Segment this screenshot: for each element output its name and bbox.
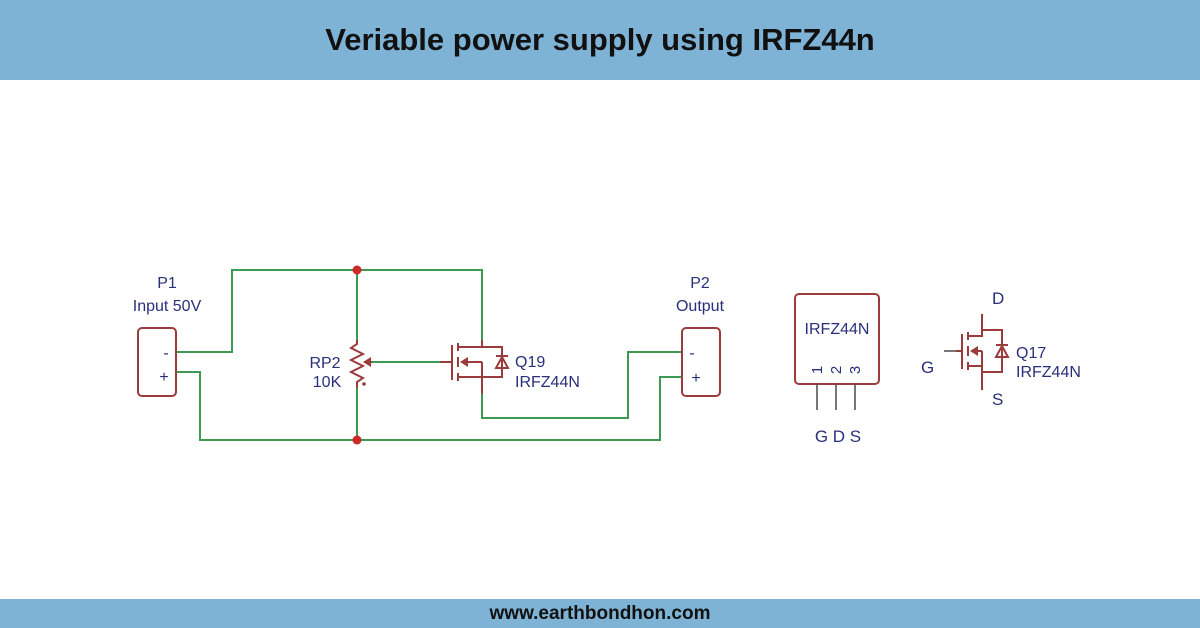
p2-pin-minus: - (689, 345, 694, 362)
mosfet-symbol-q17: D G S Q17 IRFZ44N (921, 289, 1081, 409)
wire-input-plus-bottom-rail (176, 371, 682, 441)
junction-top (352, 265, 362, 275)
package-pin-names: G D S (815, 427, 861, 446)
q19-ref: Q19 (515, 354, 545, 371)
connector-p1: P1 Input 50V - + (133, 275, 202, 397)
wires (176, 269, 682, 441)
p1-pin-minus: - (163, 345, 168, 362)
q17-drain-lead (968, 314, 983, 337)
p2-body (681, 327, 721, 397)
q17-gate-label: G (921, 358, 934, 377)
junction-bottom (352, 435, 362, 445)
package-label: IRFZ44N (805, 321, 870, 338)
rp2-wiper-arrow (363, 357, 371, 367)
p1-ref: P1 (157, 275, 177, 292)
q17-diode-triangle (994, 343, 1010, 358)
rp2-pin-dot (362, 382, 366, 386)
p2-pin-plus: + (691, 370, 700, 387)
rp2-zigzag (348, 340, 366, 388)
package-pin-2-number: 2 (828, 366, 845, 374)
q19-source-lead (458, 376, 483, 394)
q19-diode-loop (482, 346, 503, 378)
wire-source-to-output-minus (481, 351, 682, 419)
p1-pin-plus: + (159, 369, 168, 386)
q17-ref: Q17 (1016, 345, 1046, 362)
q19-drain-lead (458, 340, 483, 348)
q17-value: IRFZ44N (1016, 364, 1081, 381)
page-title: Veriable power supply using IRFZ44n (325, 22, 875, 57)
package-pin-1-number: 1 (809, 366, 826, 374)
p2-value: Output (676, 298, 725, 315)
package-irfz44n: IRFZ44N 1 2 3 G D S (794, 293, 880, 446)
q17-drain-label: D (992, 289, 1004, 308)
package-body (794, 293, 880, 385)
q17-source-label: S (992, 390, 1003, 409)
rp2-value: 10K (313, 374, 342, 391)
rp2-ref: RP2 (309, 355, 340, 372)
footer-url: www.earthbondhon.com (489, 602, 711, 624)
package-pin-3-number: 3 (847, 366, 864, 374)
q19-diode-triangle (494, 354, 510, 369)
q19-value: IRFZ44N (515, 374, 580, 391)
q17-diode-loop (982, 329, 1003, 373)
connector-p2: P2 Output - + (676, 275, 725, 397)
q19-body-arrow (460, 357, 468, 367)
p1-body (137, 327, 177, 397)
wire-input-minus-top-rail (176, 269, 483, 353)
p2-ref: P2 (690, 275, 710, 292)
q17-source-lead (968, 365, 983, 390)
p1-value: Input 50V (133, 298, 202, 315)
footer-banner: www.earthbondhon.com (0, 599, 1200, 628)
q17-body-arrow (970, 346, 978, 356)
mosfet-q19: Q19 IRFZ44N (440, 340, 580, 394)
potentiometer-rp2: RP2 10K (309, 340, 372, 391)
title-banner: Veriable power supply using IRFZ44n (0, 0, 1200, 80)
